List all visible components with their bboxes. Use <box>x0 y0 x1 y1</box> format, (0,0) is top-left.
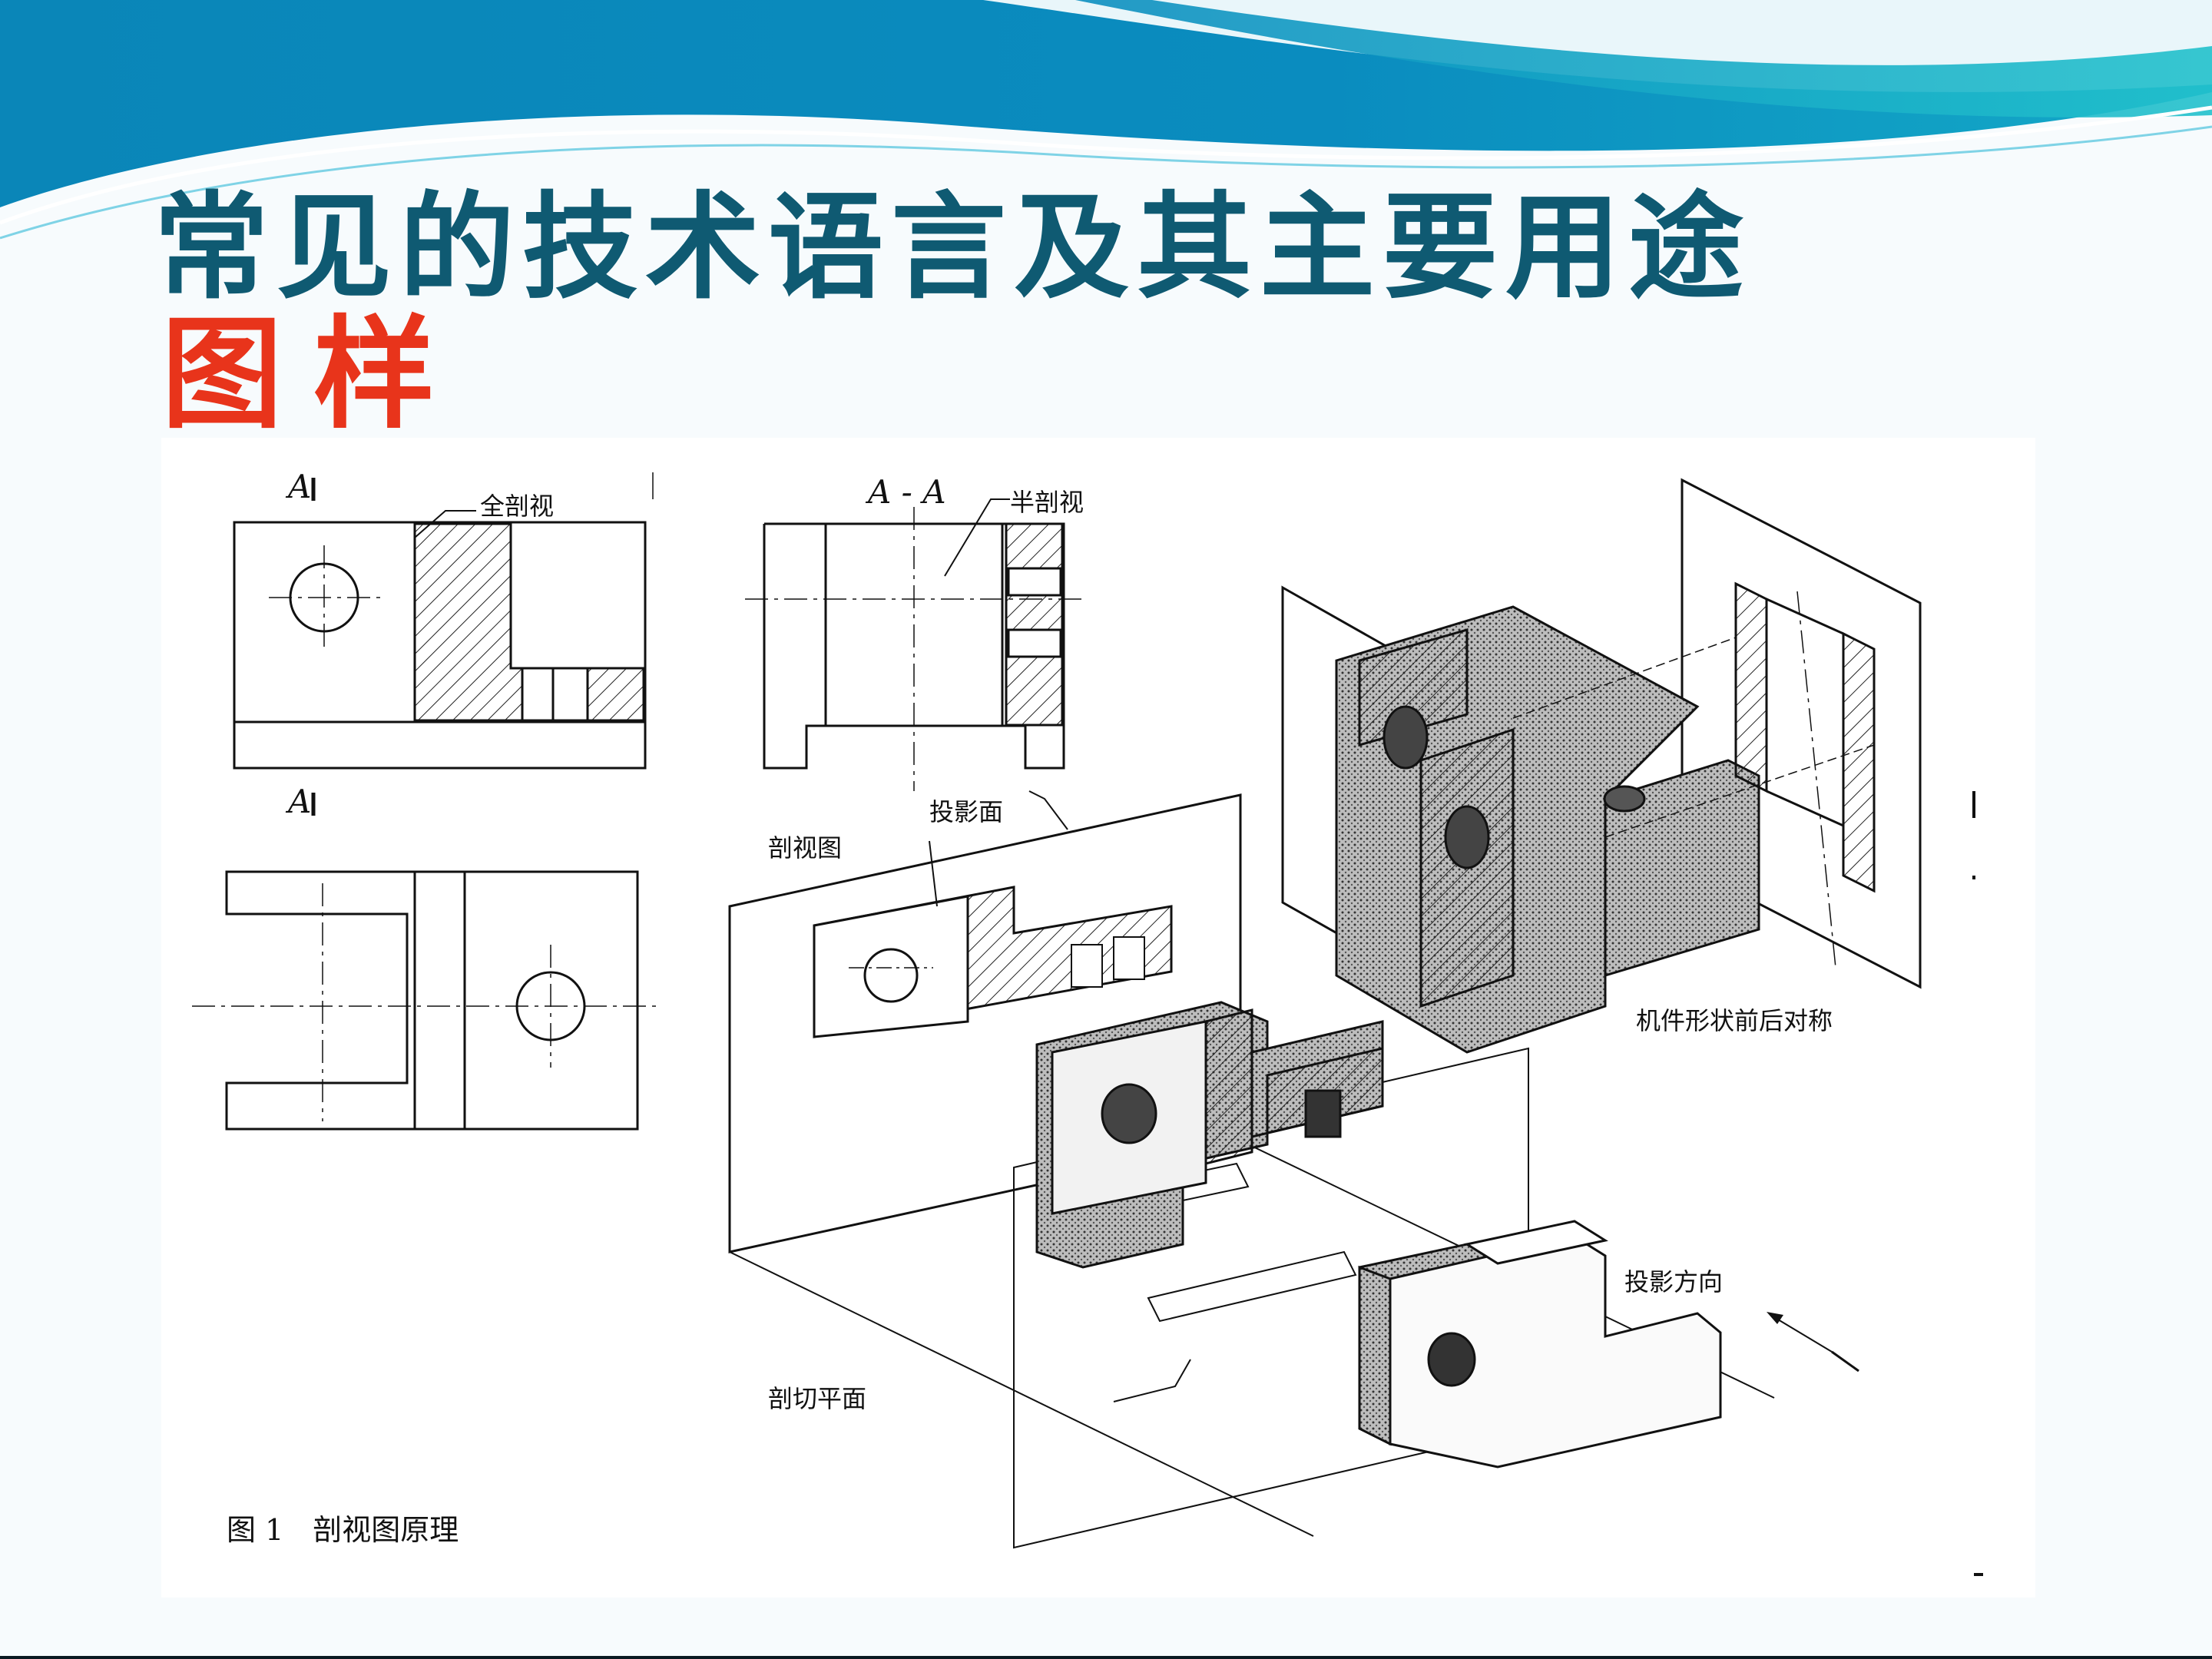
top-view <box>192 870 661 1131</box>
slide-subtitle: 图样 <box>161 303 465 445</box>
drawing-svg: A A 全剖视 A - A 半剖视 投影面 剖视图 剖切平面 投影方向 机件形状… <box>161 438 2035 1598</box>
label-projection-direction: 投影方向 <box>1624 1267 1723 1296</box>
label-section-view: 剖视图 <box>768 833 842 863</box>
header-wave <box>0 0 2212 240</box>
symmetric-part-3d <box>1281 478 1922 1054</box>
slide-title: 常见的技术语言及其主要用途 <box>154 181 1752 315</box>
cropped-text-fragments <box>1972 791 1983 1576</box>
section-mark-bottom: A <box>285 783 311 820</box>
bottom-frame-line <box>0 1656 2212 1659</box>
label-half-section: 半剖视 <box>1010 488 1084 517</box>
figure-caption: 图 1 剖视图原理 <box>227 1513 459 1547</box>
label-cutting-plane: 剖切平面 <box>768 1384 866 1413</box>
label-full-section: 全剖视 <box>480 492 554 521</box>
full-section-front-view <box>233 472 654 770</box>
label-projection-plane: 投影面 <box>929 797 1003 826</box>
label-section-title: A - A <box>865 473 946 511</box>
section-view-figure: A A 全剖视 A - A 半剖视 投影面 剖视图 剖切平面 投影方向 机件形状… <box>161 438 2035 1598</box>
sectioned-block-3d <box>1035 1001 1384 1269</box>
projection-direction-arrow <box>1767 1312 1859 1373</box>
front-block-3d <box>1358 1220 1722 1469</box>
section-mark-top: A <box>285 468 311 505</box>
label-symmetric-note: 机件形状前后对称 <box>1636 1006 1833 1035</box>
half-section-side-view <box>745 498 1083 791</box>
